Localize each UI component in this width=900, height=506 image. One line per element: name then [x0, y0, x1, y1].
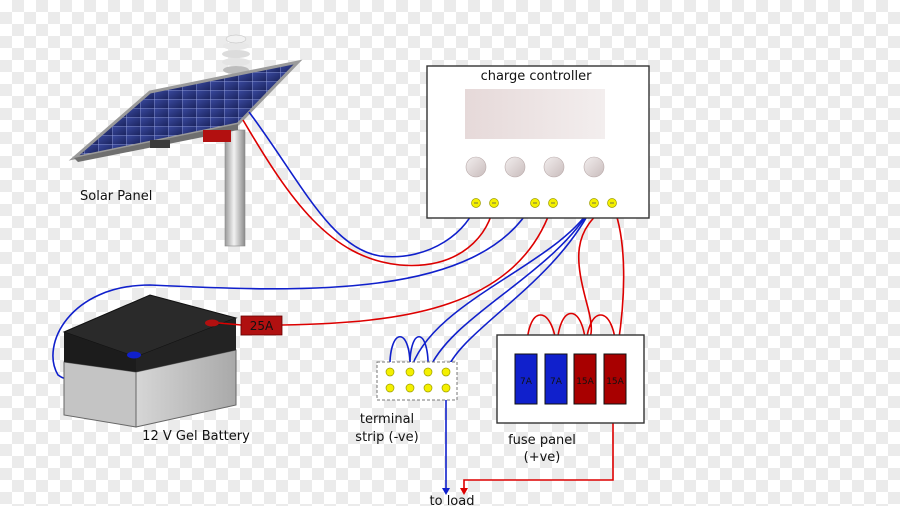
battery: 25A 12 V Gel Battery [62, 294, 283, 444]
fuse-label: 7A [550, 377, 563, 387]
strip-terminal [385, 383, 395, 393]
battery-positive-wire [281, 202, 554, 326]
strip-terminal [405, 367, 415, 377]
strip-terminal [405, 383, 415, 393]
load-out-positive-wire [463, 404, 614, 490]
solar-panel [68, 59, 303, 161]
solar-positive-wire [242, 119, 495, 267]
battery-negative-post [127, 351, 141, 359]
load-negative-wire-a [409, 202, 595, 373]
controller-knob-2 [504, 156, 526, 178]
solar-negative-wire [248, 111, 477, 258]
fuse-panel: 7A 7A 15A 15A fuse panel (+ve) [496, 334, 645, 465]
terminal-strip-top-row [385, 367, 451, 377]
fuse-7a-2 [544, 353, 568, 405]
controller-knob-3 [543, 156, 565, 178]
fuse-label: 15A [576, 377, 594, 387]
battery-positive-post [205, 319, 219, 327]
fuse-panel-label-line2: (+ve) [524, 450, 561, 465]
controller-knob-1 [465, 156, 487, 178]
strip-terminal [385, 367, 395, 377]
strip-jumper-2 [409, 336, 429, 373]
controller-knob-4 [583, 156, 605, 178]
battery-inline-fuse [240, 315, 283, 336]
sensor-stack [222, 34, 250, 86]
fuse-label: 15A [606, 377, 624, 387]
charge-controller-label: charge controller [481, 69, 593, 84]
load-positive-wire-a [577, 202, 613, 346]
fuse-holder: 7A 7A 15A 15A [514, 353, 627, 405]
load-negative-arrowhead [442, 488, 450, 495]
battery-side [63, 361, 137, 428]
panel-bracket [203, 130, 231, 142]
solar-panel-assembly: Solar Panel [68, 34, 303, 247]
terminal-strip: terminal strip (-ve) [355, 361, 458, 445]
strip-terminal [441, 367, 451, 377]
terminal-strip-bottom-row [385, 383, 451, 393]
to-load-label: to load [430, 494, 475, 506]
load-negative-wire-b [427, 202, 595, 373]
charge-controller-box [426, 65, 650, 219]
battery-label: 12 V Gel Battery [142, 429, 250, 444]
strip-terminal [423, 383, 433, 393]
battery-fuse-label: 25A [250, 319, 274, 333]
controller-display [465, 89, 605, 139]
terminal-strip-label-line1: terminal [360, 412, 414, 427]
fuse-15a-2 [603, 353, 627, 405]
solar-panel-label: Solar Panel [80, 189, 152, 204]
charge-controller: charge controller [426, 65, 650, 219]
load-positive-arrowhead [460, 488, 468, 495]
load-positive-wire-b [611, 202, 625, 346]
fuse-label: 7A [520, 377, 533, 387]
terminal-strip-box [376, 361, 458, 401]
terminal-strip-label-line2: strip (-ve) [355, 430, 418, 445]
strip-terminal [423, 367, 433, 377]
load-negative-wire-c [445, 202, 595, 373]
fuse-panel-label-line1: fuse panel [508, 433, 576, 448]
fuse-15a-1 [573, 353, 597, 405]
mounting-pole [224, 129, 246, 247]
battery-front [135, 349, 237, 428]
fuse-7a-1 [514, 353, 538, 405]
strip-terminal [441, 383, 451, 393]
